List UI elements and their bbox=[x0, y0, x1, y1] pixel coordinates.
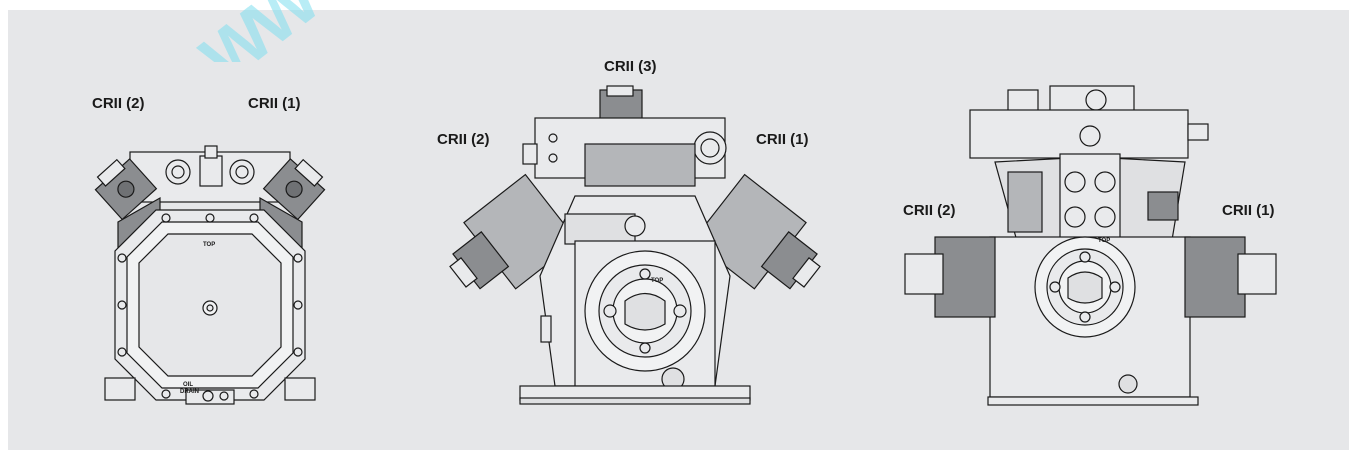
stamp-top-right-view: TOP bbox=[1098, 238, 1111, 244]
label-left-view-crii-2: CRII (2) bbox=[92, 95, 145, 112]
stamp-drain-left-view: DRAIN bbox=[180, 389, 199, 395]
label-center-view-crii-2: CRII (2) bbox=[437, 131, 490, 148]
stamp-oil-left-view: OIL bbox=[183, 382, 193, 388]
compressor-side-view-drawing bbox=[904, 85, 1277, 406]
label-left-view-crii-1: CRII (1) bbox=[248, 95, 301, 112]
label-center-view-crii-3: CRII (3) bbox=[604, 58, 657, 75]
label-right-view-crii-2: CRII (2) bbox=[903, 202, 956, 219]
watermark-text: WW bbox=[190, 0, 330, 62]
stamp-top-center-view: TOP bbox=[651, 278, 664, 284]
watermark: WW bbox=[190, 0, 360, 62]
label-center-view-crii-1: CRII (1) bbox=[756, 131, 809, 148]
label-right-view-crii-1: CRII (1) bbox=[1222, 202, 1275, 219]
compressor-front-view-drawing bbox=[94, 145, 326, 405]
stamp-top-left-view: TOP bbox=[203, 242, 216, 248]
compressor-center-view-drawing bbox=[449, 85, 821, 405]
